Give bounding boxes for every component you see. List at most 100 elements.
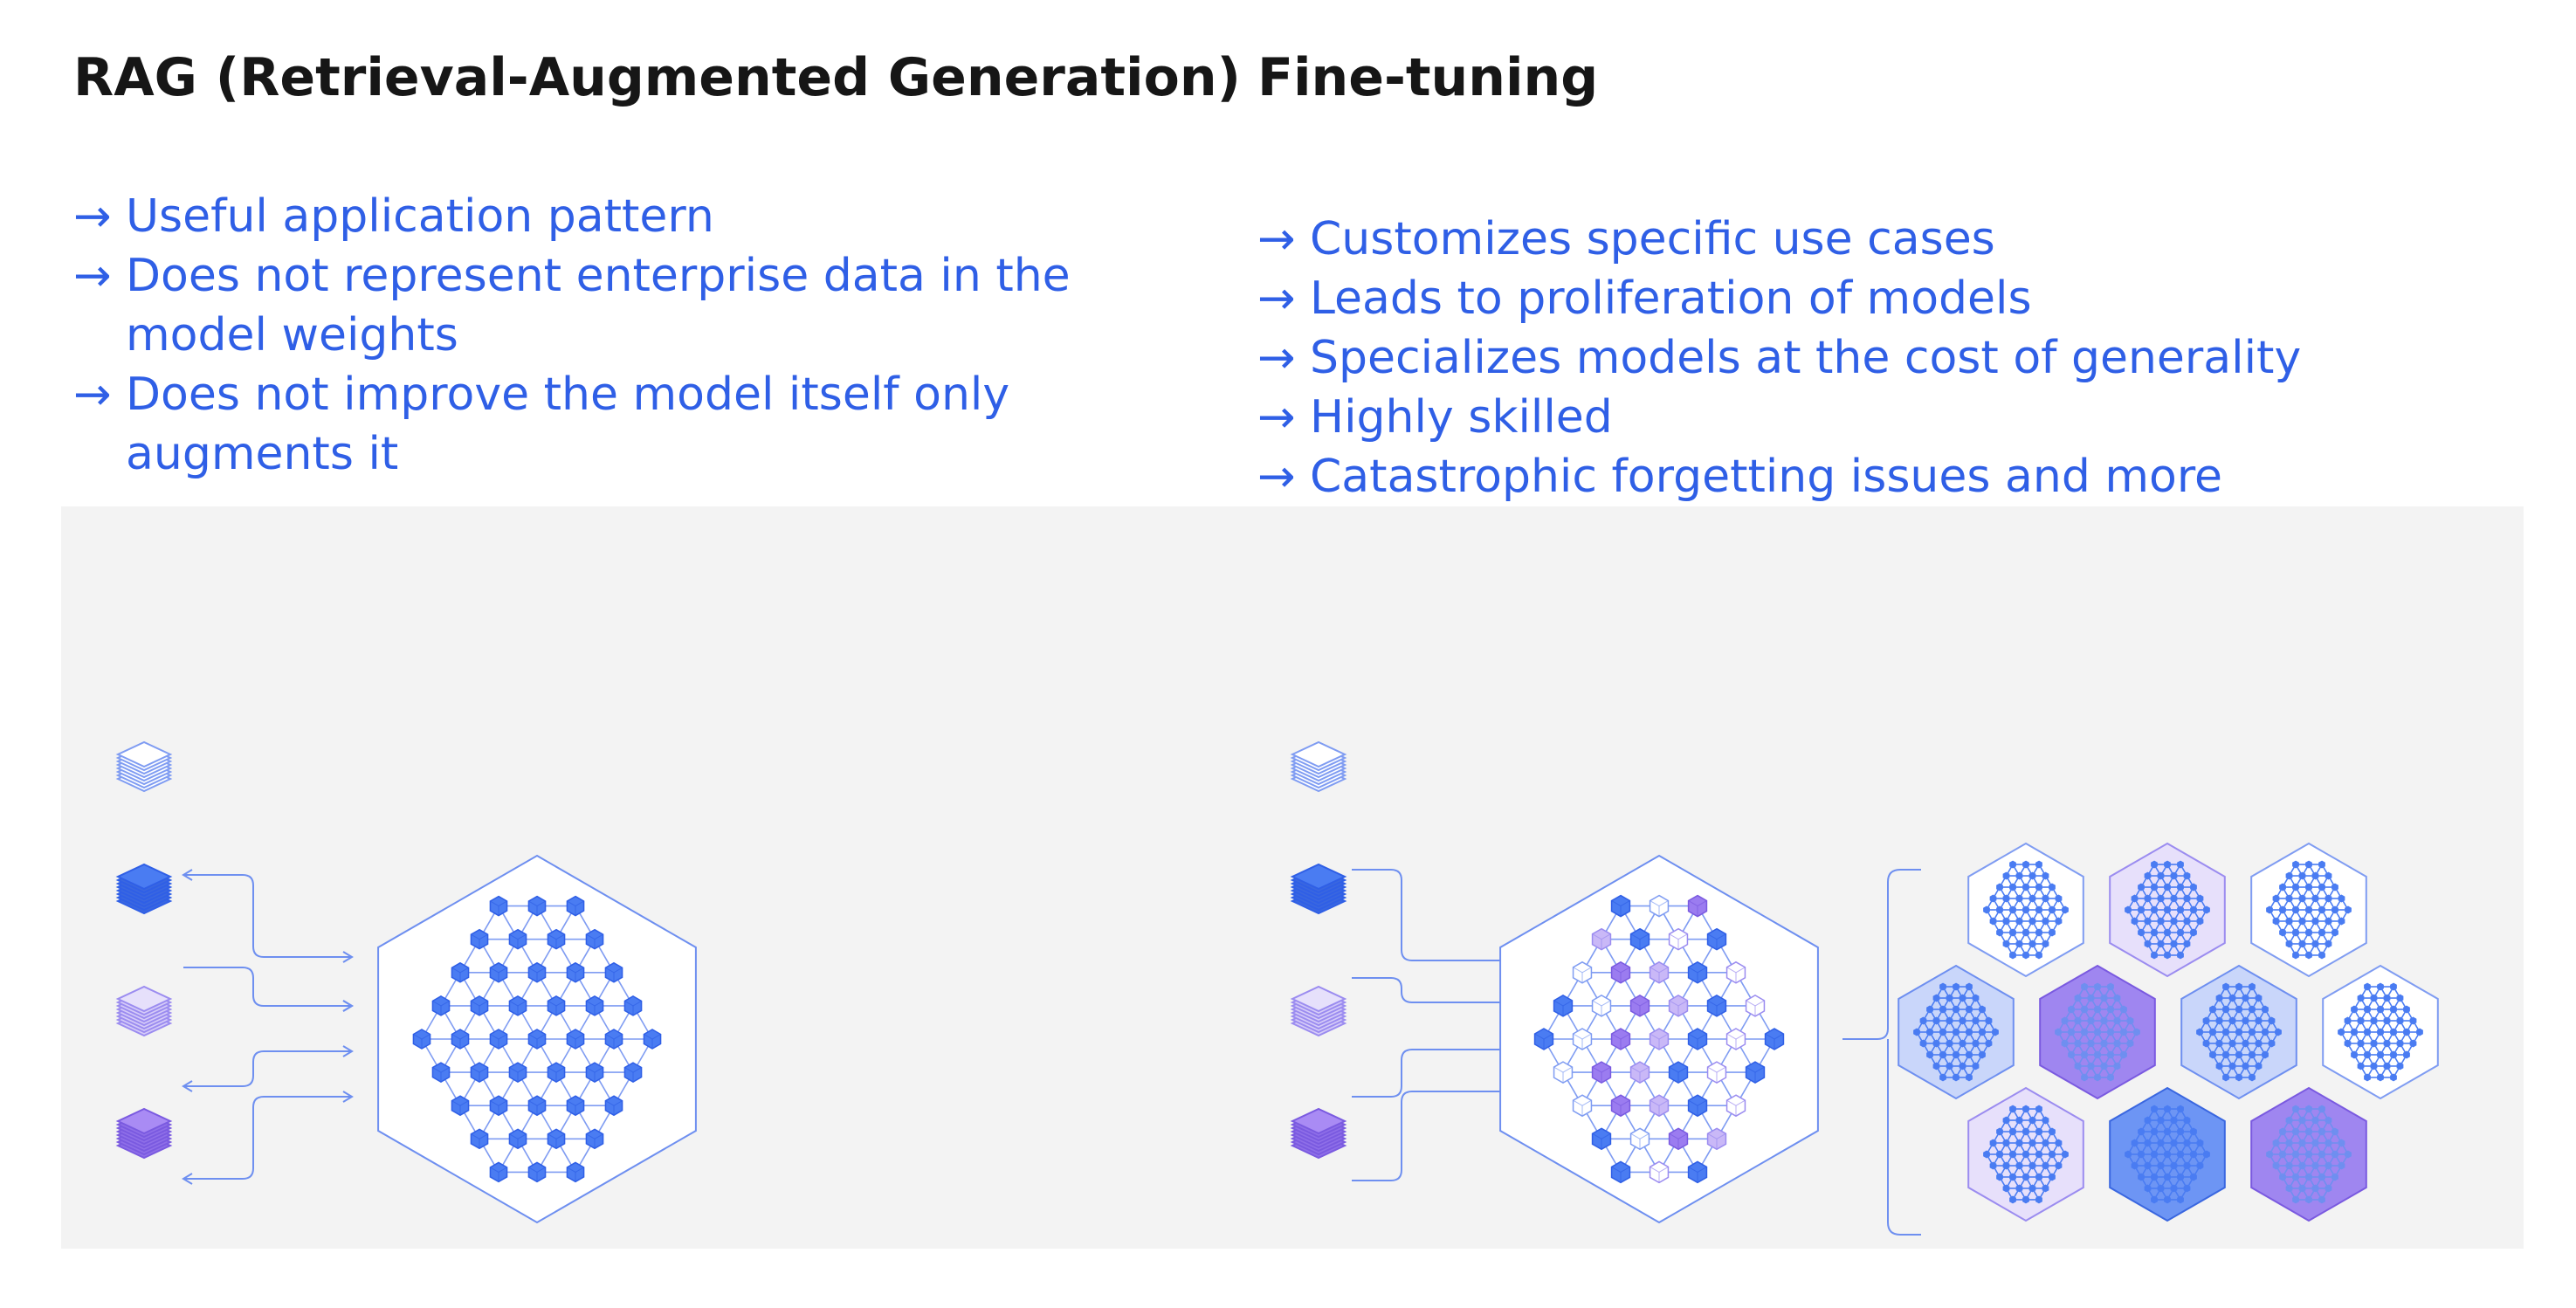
model-node (2325, 1161, 2332, 1170)
model-node (2292, 860, 2299, 869)
model-node (2255, 1062, 2263, 1070)
network-lattice (2338, 982, 2423, 1082)
model-bracket (1842, 869, 1921, 1236)
finetuning-node (1725, 1094, 1746, 1118)
model-node (2120, 1028, 2127, 1036)
model-node (2292, 1173, 2299, 1181)
model-node (2062, 1150, 2069, 1159)
model-node (2305, 860, 2312, 869)
model-node (2331, 1127, 2338, 1136)
model-node (2170, 1184, 2178, 1193)
model-node (2351, 1028, 2358, 1036)
model-node (2164, 883, 2171, 892)
model-node (2157, 1161, 2165, 1170)
model-node (2183, 1116, 2191, 1125)
model-node (1946, 1016, 1953, 1025)
model-node (2318, 1173, 2325, 1181)
model-node (2190, 883, 2197, 892)
finetuning-node (1745, 1061, 1766, 1084)
rag-node (566, 1161, 585, 1183)
model-node (2131, 894, 2139, 903)
cube-edge (1650, 900, 1669, 907)
model-node (1983, 905, 1990, 914)
model-node (2209, 1028, 2216, 1036)
model-node (2242, 994, 2249, 1002)
finetuning-node (1706, 1127, 1727, 1151)
stack-layer (115, 740, 173, 768)
model-node (2305, 883, 2312, 892)
model-node (2318, 951, 2325, 960)
rag-node (527, 1095, 547, 1117)
cube-edge (2151, 930, 2158, 933)
model-node (1983, 1150, 1990, 1159)
blue-stack-icon (115, 863, 173, 915)
white-stack-icon (115, 740, 173, 793)
finetuning-node (1764, 1028, 1785, 1050)
network-lattice (2266, 860, 2352, 960)
model-node (2357, 1016, 2365, 1025)
model-node (2015, 1139, 2023, 1147)
rag-node (585, 1128, 604, 1150)
stack-layer (1290, 1107, 1347, 1135)
specialized-model-hexagon (1967, 1086, 2084, 1222)
arrow-head (342, 1045, 354, 1057)
cube-edge (490, 900, 507, 907)
model-node (2228, 1016, 2236, 1025)
model-node (2298, 1184, 2306, 1193)
model-node (2215, 1016, 2223, 1025)
connector-line (1352, 869, 1511, 961)
model-node (1972, 1039, 1980, 1048)
model-node (2009, 883, 2016, 892)
model-node (2235, 1073, 2242, 1082)
model-node (2151, 1195, 2158, 1204)
rag-node (566, 895, 585, 917)
model-node (2298, 1116, 2306, 1125)
rag-node (431, 995, 451, 1016)
model-node (2292, 928, 2299, 937)
finetuning-bullet: Leads to proliferation of models (1257, 269, 2524, 328)
cube-edge (1953, 1075, 1960, 1078)
finetuning-node (1725, 960, 1746, 984)
model-node (2022, 860, 2029, 869)
cube-edge (1939, 1075, 1946, 1078)
model-node (2081, 982, 2088, 991)
model-node (2144, 894, 2152, 903)
model-node (2331, 1150, 2338, 1159)
model-node (1939, 1028, 1946, 1036)
finetuning-node (1553, 995, 1574, 1017)
model-node (2311, 1161, 2319, 1170)
model-node (2325, 1116, 2332, 1125)
model-node (2262, 1005, 2269, 1014)
model-node (2151, 1105, 2158, 1113)
finetuning-node (1629, 1061, 1650, 1084)
finetuning-node (1629, 995, 1650, 1017)
model-node (2164, 905, 2171, 914)
model-node (2074, 1062, 2082, 1070)
rag-node (585, 995, 604, 1016)
model-node (2042, 1139, 2049, 1147)
model-node (1939, 982, 1946, 991)
cube-edge (2184, 941, 2190, 945)
rag-node (451, 1029, 470, 1050)
model-node (2074, 1039, 2082, 1048)
model-node (2068, 1028, 2075, 1036)
model-node (1939, 1005, 1946, 1014)
model-node (2009, 951, 2016, 960)
finetuning-node (1706, 1061, 1727, 1084)
model-node (2409, 1016, 2417, 1025)
model-node (2202, 1039, 2210, 1048)
model-node (2377, 1005, 2384, 1014)
rag-node (527, 1161, 547, 1183)
arrow-head (182, 869, 193, 881)
cube-edge (2177, 1197, 2184, 1201)
cube-edge (2235, 1075, 2242, 1078)
model-node (2138, 1150, 2145, 1159)
model-node (2196, 1028, 2203, 1036)
model-node (2164, 928, 2171, 937)
model-node (2390, 1050, 2397, 1059)
model-node (2345, 905, 2352, 914)
finetuning-node (1591, 995, 1612, 1017)
model-node (2002, 871, 2010, 880)
model-node (2035, 905, 2042, 914)
model-node (2242, 1016, 2249, 1025)
